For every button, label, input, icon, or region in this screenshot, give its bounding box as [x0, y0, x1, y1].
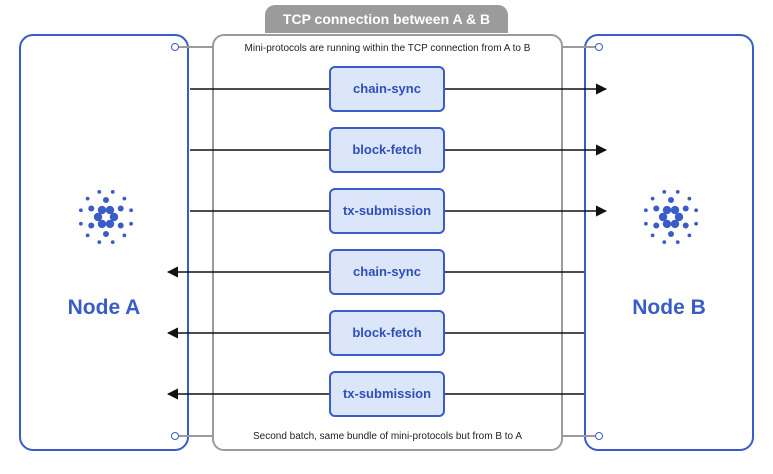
protocol-tx-submission-b-to-a: tx-submission: [329, 371, 445, 417]
cardano-logo-icon: [643, 189, 699, 245]
protocol-block-fetch-a-to-b: block-fetch: [329, 127, 445, 173]
connection-dot: [595, 432, 603, 440]
bottom-note: Second batch, same bundle of mini-protoc…: [252, 431, 523, 442]
connection-dot: [171, 43, 179, 51]
top-note: Mini-protocols are running within the TC…: [244, 43, 531, 54]
node-b-box: Node B: [584, 34, 754, 451]
node-a-box: Node A: [19, 34, 189, 451]
connection-dot: [595, 43, 603, 51]
protocol-chain-sync-b-to-a: chain-sync: [329, 249, 445, 295]
protocol-chain-sync-a-to-b: chain-sync: [329, 66, 445, 112]
node-b-label: Node B: [632, 296, 706, 319]
node-a-label: Node A: [67, 296, 141, 319]
connection-dot: [171, 432, 179, 440]
protocol-tx-submission-a-to-b: tx-submission: [329, 188, 445, 234]
tcp-connection-title: TCP connection between A & B: [265, 5, 508, 33]
cardano-logo-icon: [78, 189, 134, 245]
protocol-block-fetch-b-to-a: block-fetch: [329, 310, 445, 356]
